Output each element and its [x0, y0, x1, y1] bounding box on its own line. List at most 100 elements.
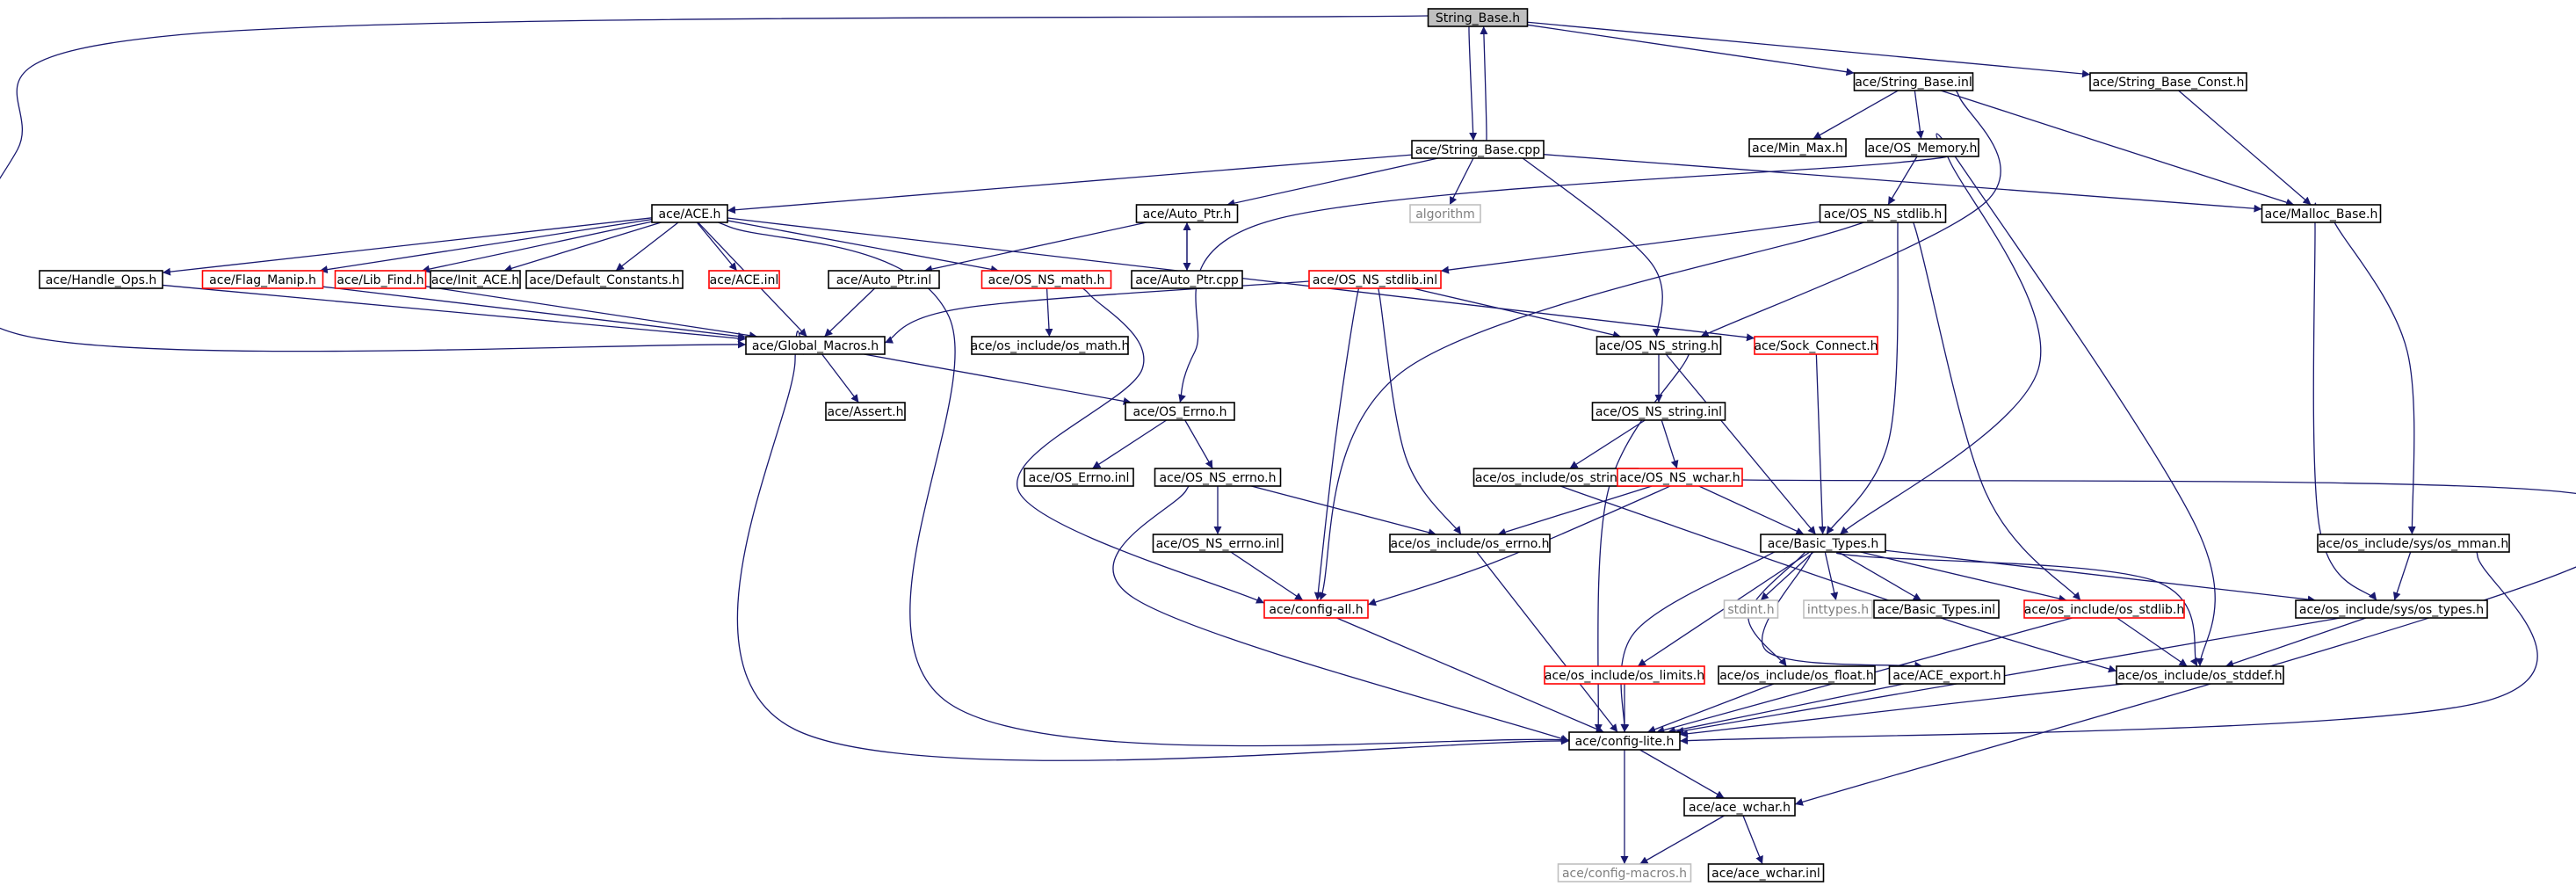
node-label: ace/os_include/os_string.h	[1475, 471, 1637, 485]
node-box	[2261, 204, 2382, 223]
node-os-include-os-stdlib[interactable]: ace/os_include/os_stdlib.h	[2023, 599, 2185, 619]
node-box	[1152, 534, 1284, 553]
node-sock-connect[interactable]: ace/Sock_Connect.h	[1754, 336, 1878, 355]
edge-string_base_h-to-string_base_const	[1527, 21, 2091, 78]
edge-ace_export-to-config_lite	[1667, 683, 1905, 735]
edge-basic_types_h-to-inttypes	[1824, 551, 1839, 601]
node-label: ace/OS_NS_errno.h	[1159, 471, 1276, 485]
node-label: ace/ace_wchar.h	[1689, 801, 1791, 815]
header-nodes: String_Base.h ace/String_Base.inl ace/Stri…	[39, 8, 2510, 882]
node-config-all[interactable]: ace/config-all.h	[1263, 599, 1369, 619]
node-box	[1723, 599, 1779, 619]
node-ace-export[interactable]: ace/ACE_export.h	[1888, 665, 2006, 685]
node-config-lite[interactable]: ace/config-lite.h	[1568, 731, 1681, 751]
node-os-include-sys-os-mman[interactable]: ace/os_include/sys/os_mman.h	[2317, 534, 2510, 553]
edge-ace_h-to-init_ace	[503, 222, 662, 272]
node-label: ace/Default_Constants.h	[529, 273, 679, 287]
node-box	[2116, 665, 2284, 685]
node-label: ace/String_Base.cpp	[1415, 143, 1541, 157]
node-auto-ptr-cpp[interactable]: ace/Auto_Ptr.cpp	[1131, 270, 1243, 289]
node-os-errno-h[interactable]: ace/OS_Errno.h	[1125, 402, 1235, 421]
edge-os_include_os_stdlib-to-os_include_os_stddef	[2117, 617, 2188, 667]
node-label: ace/ACE_export.h	[1892, 669, 2001, 683]
node-os-ns-wchar[interactable]: ace/OS_NS_wchar.h	[1617, 468, 1743, 487]
edge-string_base_cpp-to-ace_h	[727, 154, 1413, 214]
node-ace-inl[interactable]: ace/ACE.inl	[708, 270, 780, 289]
edge-string_base_cpp-to-auto_ptr_h	[1226, 157, 1438, 207]
node-os-include-os-limits[interactable]: ace/os_include/os_limits.h	[1544, 665, 1705, 685]
edge-ace_h-to-flag_manip	[319, 218, 653, 274]
node-os-include-os-math[interactable]: ace/os_include/os_math.h	[971, 336, 1130, 355]
node-ace-wchar-h[interactable]: ace/ace_wchar.h	[1683, 797, 1796, 817]
node-os-ns-errno-inl[interactable]: ace/OS_NS_errno.inl	[1152, 534, 1284, 553]
edge-os_ns_stdlib_inl-to-os_ns_string_h	[1412, 287, 1622, 339]
edge-os_ns_stdlib_inl-to-config_all	[1313, 280, 1365, 601]
node-flag-manip[interactable]: ace/Flag_Manip.h	[201, 270, 324, 289]
edge-malloc_base-to-os_include_sys_os_types	[2312, 202, 2377, 601]
node-box	[1617, 468, 1743, 487]
node-malloc-base[interactable]: ace/Malloc_Base.h	[2261, 204, 2382, 223]
node-os-include-os-string[interactable]: ace/os_include/os_string.h	[1473, 468, 1639, 487]
node-box	[430, 270, 521, 289]
node-string-base-const[interactable]: ace/String_Base_Const.h	[2089, 72, 2247, 91]
node-label: ace/Assert.h	[828, 405, 904, 419]
node-lib-find[interactable]: ace/Lib_Find.h	[334, 270, 427, 289]
edge-global_macros-to-os_errno_h	[864, 353, 1132, 405]
edge-ace_wchar_h-to-ace_wchar_inl	[1742, 815, 1763, 865]
edge-string_base_inl-to-malloc_base	[1940, 90, 2295, 207]
node-os-errno-inl[interactable]: ace/OS_Errno.inl	[1024, 468, 1134, 487]
node-os-ns-stdlib-h[interactable]: ace/OS_NS_stdlib.h	[1819, 204, 1947, 223]
node-box	[1707, 863, 1825, 882]
node-label: ace/os_include/os_errno.h	[1391, 537, 1550, 551]
node-auto-ptr-inl[interactable]: ace/Auto_Ptr.inl	[828, 270, 940, 289]
node-os-include-os-errno[interactable]: ace/os_include/os_errno.h	[1389, 534, 1551, 553]
node-ace-wchar-inl[interactable]: ace/ace_wchar.inl	[1707, 863, 1825, 882]
edge-os_memory-to-os_include_os_stddef	[1936, 133, 2216, 667]
node-label: ace/ace_wchar.inl	[1711, 867, 1820, 881]
node-handle-ops[interactable]: ace/Handle_Ops.h	[39, 270, 163, 289]
edge-string_base_h-to-global_macros	[0, 13, 1522, 352]
node-os-include-os-stddef[interactable]: ace/os_include/os_stddef.h	[2116, 665, 2284, 685]
node-os-ns-errno-h[interactable]: ace/OS_NS_errno.h	[1154, 468, 1282, 487]
node-box	[1754, 336, 1878, 355]
edge-basic_types_h-to-os_include_os_stdlib	[1860, 551, 2067, 603]
node-default-constants[interactable]: ace/Default_Constants.h	[525, 270, 684, 289]
node-init-ace[interactable]: ace/Init_ACE.h	[430, 270, 521, 289]
node-os-ns-string-inl[interactable]: ace/OS_NS_string.inl	[1591, 402, 1726, 421]
node-ace-h[interactable]: ace/ACE.h	[651, 204, 728, 223]
edge-os_include_sys_os_mman-to-os_include_sys_os_types	[2392, 551, 2412, 601]
node-basic-types-inl[interactable]: ace/Basic_Types.inl	[1873, 599, 2000, 619]
node-string-base-cpp[interactable]: ace/String_Base.cpp	[1411, 140, 1545, 159]
node-label: ace/OS_NS_errno.inl	[1156, 537, 1280, 551]
node-global-macros[interactable]: ace/Global_Macros.h	[745, 336, 886, 355]
node-os-memory[interactable]: ace/OS_Memory.h	[1865, 138, 1979, 157]
node-assert[interactable]: ace/Assert.h	[825, 402, 906, 421]
edge-lib_find-to-global_macros	[425, 286, 758, 340]
node-string-base-inl[interactable]: ace/String_Base.inl	[1853, 72, 1974, 91]
node-label: stdint.h	[1727, 603, 1774, 617]
node-os-include-os-float[interactable]: ace/os_include/os_float.h	[1718, 665, 1876, 685]
edge-sock_connect-to-basic_types_h	[1815, 353, 1827, 535]
edge-os_errno_h-to-os_errno_inl	[1091, 419, 1168, 469]
node-box	[651, 204, 728, 223]
node-box	[2295, 599, 2488, 619]
node-box	[1819, 204, 1947, 223]
node-os-ns-string-h[interactable]: ace/OS_NS_string.h	[1596, 336, 1722, 355]
edge-basic_types_h-to-os_include_os_stddef	[1836, 551, 2198, 667]
edge-auto_ptr_h-to-auto_ptr_inl	[923, 222, 1147, 273]
node-label: ace/Global_Macros.h	[752, 339, 879, 353]
edge-malloc_base-to-os_include_sys_os_mman	[2329, 215, 2416, 535]
node-box	[1308, 270, 1442, 289]
node-os-include-sys-os-types[interactable]: ace/os_include/sys/os_types.h	[2295, 599, 2488, 619]
node-os-ns-math[interactable]: ace/OS_NS_math.h	[980, 270, 1112, 289]
node-box	[334, 270, 427, 289]
node-label: ace/ACE.inl	[710, 273, 779, 287]
edge-flag_manip-to-global_macros	[322, 286, 747, 340]
node-basic-types-h[interactable]: ace/Basic_Types.h	[1760, 534, 1886, 553]
node-string-base-h[interactable]: String_Base.h	[1427, 8, 1529, 27]
edge-ace_h-to-handle_ops	[162, 217, 653, 276]
node-os-ns-stdlib-inl[interactable]: ace/OS_NS_stdlib.inl	[1308, 270, 1442, 289]
node-auto-ptr-h[interactable]: ace/Auto_Ptr.h	[1135, 204, 1239, 223]
node-min-max[interactable]: ace/Min_Max.h	[1748, 138, 1847, 157]
